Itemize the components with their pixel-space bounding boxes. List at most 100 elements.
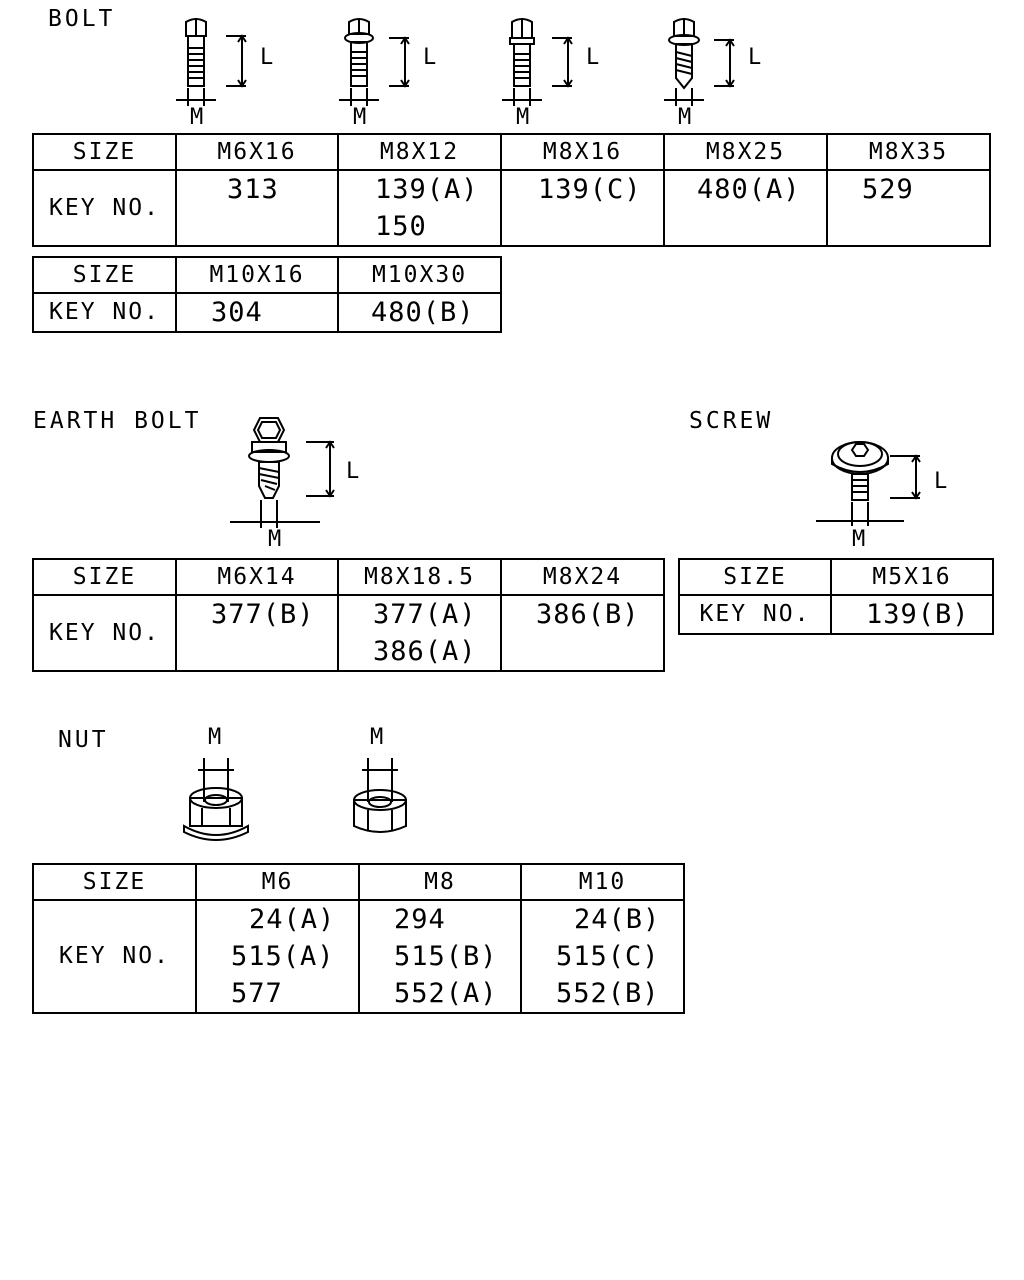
size-cell: M8 bbox=[358, 863, 522, 901]
key-cell: 529 bbox=[826, 169, 991, 247]
bolt-washer-icon: L M bbox=[502, 18, 599, 130]
earth-bolt-dim-l: L bbox=[346, 459, 359, 484]
key-cell: 139(C) bbox=[500, 169, 665, 247]
key-header: KEY NO. bbox=[32, 169, 177, 247]
key-value: 386(A) bbox=[373, 636, 477, 667]
key-header: KEY NO. bbox=[32, 899, 197, 1014]
size-cell: M5X16 bbox=[830, 558, 994, 596]
bolt-table-1: SIZE M6X16 M8X12 M8X16 M8X25 M8X35 KEY N… bbox=[32, 133, 991, 247]
earth-bolt-table-key-row: KEY NO. 377(B) 377(A) 386(A) 386(B) bbox=[32, 594, 665, 672]
key-cell: 304 bbox=[175, 292, 339, 333]
key-value: 377(B) bbox=[211, 599, 315, 630]
key-cell: 139(A) 150 bbox=[337, 169, 502, 247]
bolt-dim-m: M bbox=[190, 105, 203, 130]
key-cell: 480(B) bbox=[337, 292, 502, 333]
bolt-dim-m: M bbox=[678, 105, 691, 130]
size-cell: M6X16 bbox=[175, 133, 339, 171]
nut-table-size-row: SIZE M6 M8 M10 bbox=[32, 863, 685, 901]
key-value: 529 bbox=[862, 174, 914, 205]
key-value: 304 bbox=[211, 297, 263, 328]
size-cell: M10 bbox=[520, 863, 685, 901]
key-cell: 313 bbox=[175, 169, 339, 247]
size-header: SIZE bbox=[32, 863, 197, 901]
key-cell: 377(B) bbox=[175, 594, 339, 672]
key-header: KEY NO. bbox=[32, 594, 177, 672]
size-cell: M8X25 bbox=[663, 133, 828, 171]
key-cell: 294 515(B) 552(A) bbox=[358, 899, 522, 1014]
screw-table: SIZE M5X16 KEY NO. 139(B) bbox=[678, 558, 994, 635]
earth-bolt-table-size-row: SIZE M6X14 M8X18.5 M8X24 bbox=[32, 558, 665, 596]
screw-dim-l: L bbox=[934, 469, 947, 494]
size-cell: M10X30 bbox=[337, 256, 502, 294]
screw-section-title: SCREW bbox=[689, 408, 774, 434]
key-value: 313 bbox=[227, 174, 279, 205]
size-cell: M6X14 bbox=[175, 558, 339, 596]
size-header: SIZE bbox=[678, 558, 832, 596]
key-value: 515(A) bbox=[231, 941, 335, 972]
bolt-dim-l: L bbox=[586, 45, 599, 70]
bolt-table-2-size-row: SIZE M10X16 M10X30 bbox=[32, 256, 502, 294]
bolt-tapping-icon: L M bbox=[664, 18, 761, 130]
size-header: SIZE bbox=[32, 133, 177, 171]
size-header: SIZE bbox=[32, 256, 177, 294]
nut-dim-m: M bbox=[208, 725, 221, 750]
nut-flange-icon: M bbox=[183, 725, 249, 841]
earth-bolt-section-title: EARTH BOLT bbox=[33, 408, 202, 434]
nut-table: SIZE M6 M8 M10 KEY NO. 24(A) 515(A) 577 … bbox=[32, 863, 685, 1014]
bolt-flange-icon: L M bbox=[339, 18, 436, 130]
key-value: 150 bbox=[375, 211, 427, 242]
bolt-table-1-key-row: KEY NO. 313 139(A) 150 139(C) 480(A) 529 bbox=[32, 169, 991, 247]
key-header: KEY NO. bbox=[678, 594, 832, 635]
bolt-dim-m: M bbox=[353, 105, 366, 130]
bolt-hex-icon: L M bbox=[176, 18, 273, 130]
key-cell: 480(A) bbox=[663, 169, 828, 247]
key-value: 552(B) bbox=[556, 978, 660, 1009]
key-cell: 139(B) bbox=[830, 594, 994, 635]
bolt-dim-m: M bbox=[516, 105, 529, 130]
earth-bolt-icon: L M bbox=[230, 417, 359, 552]
size-header: SIZE bbox=[32, 558, 177, 596]
size-cell: M10X16 bbox=[175, 256, 339, 294]
bolt-section-title: BOLT bbox=[48, 6, 116, 32]
key-cell: 24(B) 515(C) 552(B) bbox=[520, 899, 685, 1014]
size-cell: M6 bbox=[195, 863, 360, 901]
screw-table-size-row: SIZE M5X16 bbox=[678, 558, 994, 596]
key-cell: 377(A) 386(A) bbox=[337, 594, 502, 672]
nut-table-key-row: KEY NO. 24(A) 515(A) 577 294 515(B) 552(… bbox=[32, 899, 685, 1014]
size-cell: M8X18.5 bbox=[337, 558, 502, 596]
key-value: 480(B) bbox=[371, 297, 475, 328]
size-cell: M8X16 bbox=[500, 133, 665, 171]
size-cell: M8X24 bbox=[500, 558, 665, 596]
earth-bolt-dim-m: M bbox=[268, 527, 281, 552]
screw-table-key-row: KEY NO. 139(B) bbox=[678, 594, 994, 635]
key-value: 377(A) bbox=[373, 599, 477, 630]
key-value: 24(A) bbox=[249, 904, 336, 935]
bolt-dim-l: L bbox=[748, 45, 761, 70]
key-value: 577 bbox=[231, 978, 283, 1009]
key-header: KEY NO. bbox=[32, 292, 177, 333]
key-value: 552(A) bbox=[394, 978, 498, 1009]
size-cell: M8X12 bbox=[337, 133, 502, 171]
screw-dim-m: M bbox=[852, 527, 865, 552]
key-value: 294 bbox=[394, 904, 446, 935]
screw-torx-icon: L M bbox=[816, 441, 947, 552]
key-value: 139(B) bbox=[866, 599, 970, 630]
key-value: 139(A) bbox=[375, 174, 479, 205]
bolt-table-2: SIZE M10X16 M10X30 KEY NO. 304 480(B) bbox=[32, 256, 502, 333]
nut-section-title: NUT bbox=[58, 727, 109, 753]
key-value: 515(B) bbox=[394, 941, 498, 972]
earth-bolt-table: SIZE M6X14 M8X18.5 M8X24 KEY NO. 377(B) … bbox=[32, 558, 665, 672]
size-cell: M8X35 bbox=[826, 133, 991, 171]
key-value: 24(B) bbox=[574, 904, 661, 935]
key-value: 386(B) bbox=[536, 599, 640, 630]
key-cell: 386(B) bbox=[500, 594, 665, 672]
key-value: 139(C) bbox=[538, 174, 642, 205]
bolt-table-1-size-row: SIZE M6X16 M8X12 M8X16 M8X25 M8X35 bbox=[32, 133, 991, 171]
bolt-dim-l: L bbox=[260, 45, 273, 70]
key-value: 480(A) bbox=[697, 174, 801, 205]
bolt-dim-l: L bbox=[423, 45, 436, 70]
key-value: 515(C) bbox=[556, 941, 660, 972]
key-cell: 24(A) 515(A) 577 bbox=[195, 899, 360, 1014]
bolt-table-2-key-row: KEY NO. 304 480(B) bbox=[32, 292, 502, 333]
nut-hex-icon: M bbox=[353, 725, 407, 833]
